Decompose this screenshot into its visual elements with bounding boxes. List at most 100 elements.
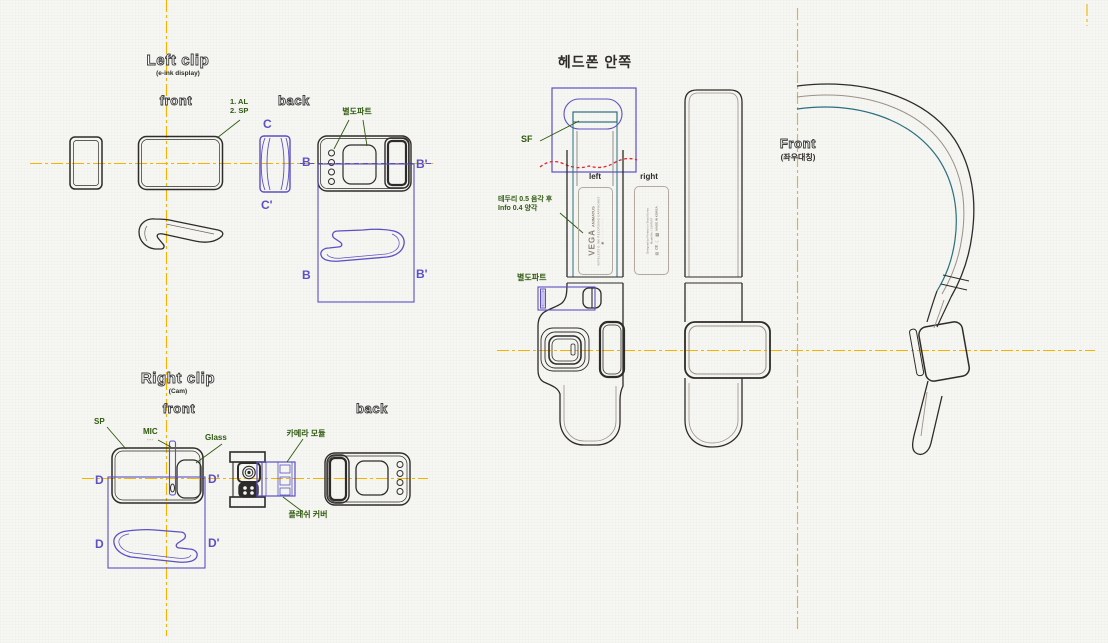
pogo-pin-4 xyxy=(396,488,404,495)
stem-seams xyxy=(567,276,623,284)
cover-contact-3 xyxy=(279,487,291,496)
barrel-outline xyxy=(259,135,291,193)
barrel-curves xyxy=(260,137,290,191)
part-bracket-inner xyxy=(541,290,545,307)
marker-b-prime-lower: B' xyxy=(416,267,428,281)
section-box-b xyxy=(317,163,415,303)
back-cap-thick xyxy=(386,139,408,187)
camera-lens-outer xyxy=(242,465,256,480)
left-clip-back-label: back xyxy=(277,93,311,109)
glass-label: Glass xyxy=(205,433,227,442)
ear-pad xyxy=(684,321,771,379)
side-pad-inner xyxy=(602,324,622,375)
camera-ring-4 xyxy=(551,338,579,362)
camera-ring-3 xyxy=(548,335,582,365)
leader-sf xyxy=(539,120,580,142)
mic-note: ···· xyxy=(147,438,154,442)
left-clip-front-views xyxy=(69,135,224,250)
right-clip-section-box xyxy=(107,476,206,569)
lower-body-inner xyxy=(688,383,739,444)
headphone-inner-views xyxy=(537,87,771,448)
module-bottom-flange xyxy=(229,496,266,508)
headband-inner xyxy=(796,106,957,292)
pogo-pin-2 xyxy=(396,470,404,477)
marker-b-lower: B xyxy=(302,268,311,282)
material-note: 1. AL 2. SP xyxy=(230,97,248,115)
left-clip-side-view xyxy=(69,136,103,190)
marker-c: C xyxy=(263,117,272,131)
left-clip-front-label: front xyxy=(159,93,193,109)
left-clip-hook-side-view xyxy=(138,218,224,250)
right-side-label: right xyxy=(640,172,658,181)
clip-strip xyxy=(909,328,925,377)
sf-window xyxy=(572,111,618,123)
back-cap-thick xyxy=(328,456,348,502)
stem-seams xyxy=(685,276,742,284)
right-clip-title: Right clip xyxy=(140,370,216,388)
side-pad xyxy=(598,320,626,379)
engrave-note-line1: 테두리 0.5 음각 후 xyxy=(498,196,553,203)
front-body xyxy=(111,447,204,504)
separate-part-label-topleft: 별도파트 xyxy=(342,107,372,116)
left-clip-title: Left clip xyxy=(146,52,210,70)
flash-block xyxy=(238,482,259,498)
camera-ring-2 xyxy=(544,331,586,369)
front-body-inner xyxy=(114,450,201,501)
cover-contact-2 xyxy=(279,476,291,486)
flash-dot-4 xyxy=(250,491,254,495)
leader-camera-module xyxy=(286,438,304,463)
back-window xyxy=(355,460,389,496)
lower-body-outline xyxy=(537,282,624,446)
right-clip-mic xyxy=(168,440,177,496)
regulatory-label-plate: Designed by Pentech in Seoul Korea Model… xyxy=(634,186,669,275)
pogo-pin-2 xyxy=(328,159,335,166)
left-clip-subtitle: (e-ink display) xyxy=(156,70,200,77)
right-clip-front-label: front xyxy=(162,401,196,417)
stem-inner-lines xyxy=(576,131,614,186)
camera-module-piece xyxy=(229,451,266,508)
break-wave-line xyxy=(539,157,638,169)
flash-dot-3 xyxy=(243,491,247,495)
stem-outline xyxy=(566,150,624,277)
camera-ring-1 xyxy=(540,327,590,372)
marker-d-lower: D xyxy=(95,537,104,551)
hook-section-view-b-inner xyxy=(326,233,400,259)
centerlines xyxy=(30,0,1095,636)
mic-stick xyxy=(168,440,177,496)
marker-b: B xyxy=(302,155,311,169)
marker-d: D xyxy=(95,473,104,487)
left-clip-hook-inner-lines xyxy=(144,223,215,242)
indicator-icon: ◉ xyxy=(600,241,604,245)
right-earphone xyxy=(684,89,771,448)
headphone-inner-title: 헤드폰 안쪽 xyxy=(557,54,633,70)
leader-sp xyxy=(106,426,127,450)
mic-label: MIC ···· xyxy=(143,428,158,444)
back-body xyxy=(324,452,411,506)
engrave-note-line2: Info 0.4 양각 xyxy=(498,205,538,212)
leader-lines xyxy=(106,119,584,513)
marker-d-prime-lower: D' xyxy=(208,536,220,550)
part-bracket xyxy=(540,288,546,309)
marker-b-prime: B' xyxy=(416,157,428,171)
kc-mark-icon: ☾ xyxy=(653,238,659,243)
material-note-line2: 2. SP xyxy=(230,106,249,115)
hook-section-view-b xyxy=(320,228,405,262)
camera-tab xyxy=(570,343,576,356)
leader-flash-cover xyxy=(282,496,304,513)
designed-by-line: Designed by Pentech in Seoul Korea xyxy=(644,207,649,254)
engrave-note: 테두리 0.5 음각 후 Info 0.4 양각 xyxy=(498,195,552,213)
section-box-d xyxy=(107,476,206,569)
clip-side-view xyxy=(918,321,971,382)
sp-label: SP xyxy=(94,417,105,426)
ce-mark: CE xyxy=(653,244,658,250)
flash-dot-2 xyxy=(250,486,254,490)
cover-contact-1 xyxy=(279,464,291,474)
flash-cover-piece xyxy=(256,461,296,497)
back-cap xyxy=(384,137,410,189)
tip-inner-line xyxy=(920,299,945,437)
stem-inner xyxy=(688,92,739,277)
right-clip-back-view xyxy=(324,452,411,506)
leader-part-topleft xyxy=(333,119,368,150)
front-side-view xyxy=(796,83,975,456)
